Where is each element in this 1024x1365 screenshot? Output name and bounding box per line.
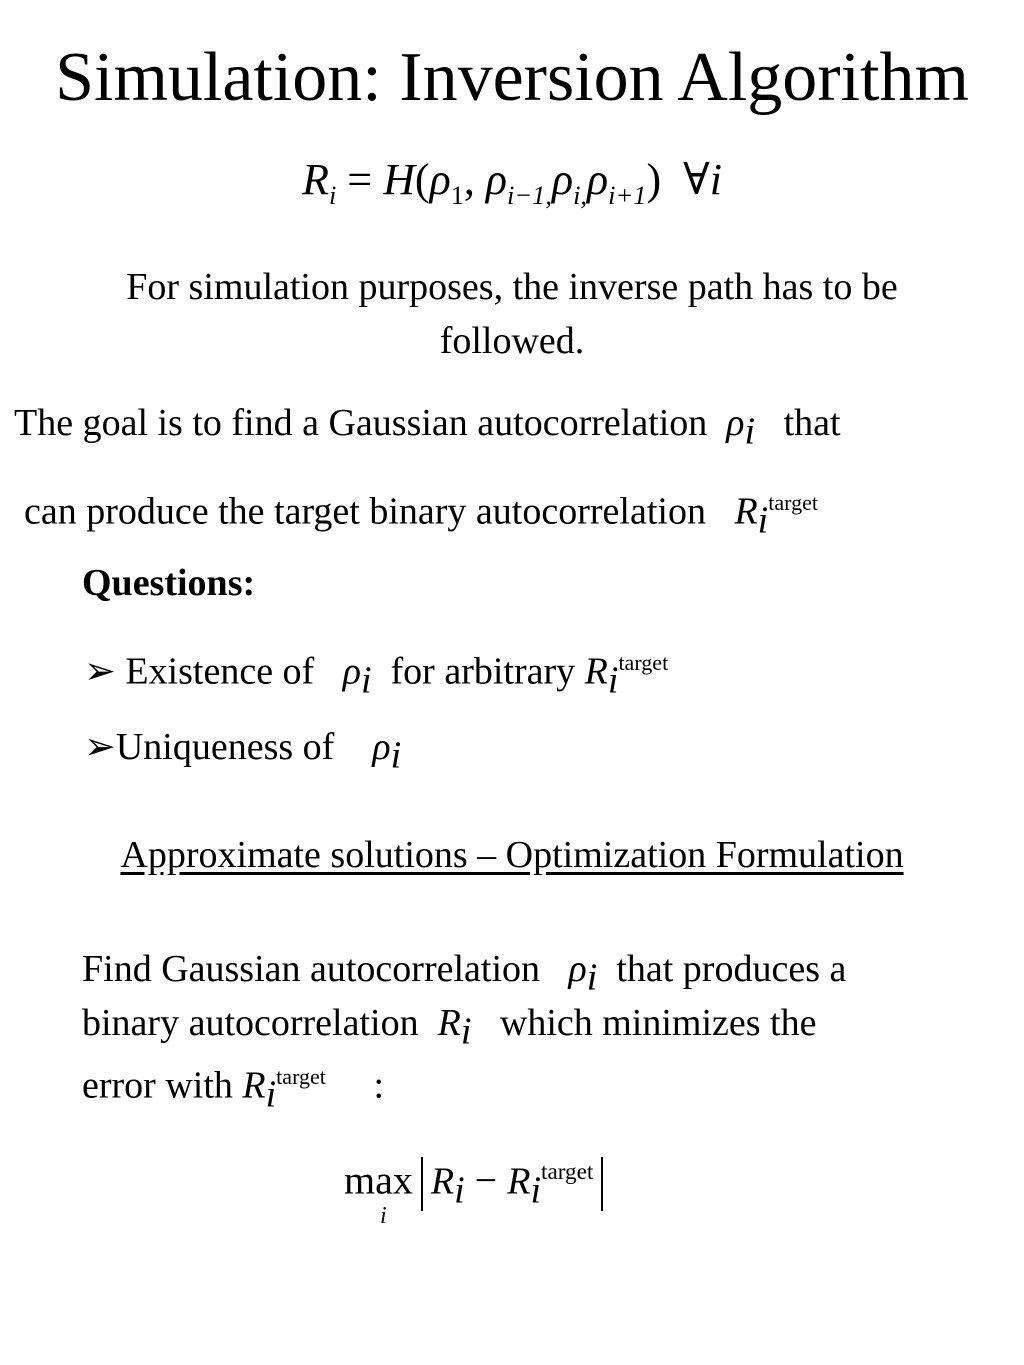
- find-line1-text-b: that produces a: [616, 948, 847, 990]
- find-r-target: R: [242, 1064, 266, 1107]
- q1-rho: ρ: [342, 650, 361, 693]
- eq-sub-2: i−1,: [507, 179, 552, 210]
- q1-r-sup: target: [618, 650, 669, 675]
- find-line2-text-b: which minimizes the: [499, 1002, 817, 1044]
- find-r-sub: i: [460, 1010, 472, 1053]
- questions-heading: Questions:: [82, 562, 256, 604]
- eq-lhs: R: [302, 155, 329, 204]
- q2-text: Uniqueness of: [115, 726, 335, 768]
- bullet-icon: ➢: [84, 726, 116, 768]
- find-colon: :: [373, 1064, 384, 1107]
- q2-rho: ρ: [372, 726, 391, 768]
- q1-r-sub: i: [607, 659, 619, 702]
- q1-text: Existence of: [125, 650, 315, 693]
- max-r-target: R: [507, 1160, 531, 1203]
- eq-rho-3: ρ: [551, 155, 574, 204]
- find-rho: ρ: [568, 948, 587, 990]
- question-existence: ➢ Existence of ρi for arbitrary Ritarget: [84, 640, 668, 703]
- q2-rho-sub: i: [390, 734, 402, 777]
- goal-line1-that: that: [783, 402, 841, 444]
- max-minus: −: [474, 1157, 498, 1203]
- goal-line1: The goal is to find a Gaussian autocorre…: [14, 400, 841, 455]
- eq-lhs-sub: i: [328, 179, 337, 210]
- rho-symbol: ρ: [726, 402, 745, 444]
- eq-open: (: [414, 155, 430, 204]
- max-r-sub: i: [454, 1169, 465, 1212]
- rho-sub: i: [744, 410, 756, 453]
- find-line3: error with Ritarget :: [82, 1054, 384, 1117]
- r-target-symbol: R: [734, 490, 758, 533]
- goal-line1-text: The goal is to find a Gaussian autocorre…: [14, 402, 708, 444]
- goal-line2-text: can produce the target binary autocorrel…: [24, 490, 706, 533]
- eq-equals: =: [347, 155, 373, 204]
- eq-sub-1: 1: [450, 179, 464, 210]
- find-r-target-sub: i: [265, 1073, 277, 1116]
- section-heading: Approximate solutions – Optimization For…: [120, 834, 904, 876]
- q1-rho-sub: i: [360, 659, 372, 702]
- question-uniqueness: ➢Uniqueness of ρi: [84, 724, 401, 779]
- find-line3-text: error with: [82, 1064, 233, 1107]
- find-r: R: [437, 1002, 461, 1044]
- goal-line2: can produce the target binary autocorrel…: [24, 480, 818, 543]
- q1-r: R: [584, 650, 608, 693]
- eq-rho-4: ρ: [587, 155, 609, 204]
- para1-line2: followed.: [439, 320, 585, 362]
- max-operator: max: [344, 1157, 413, 1203]
- find-line2-text: binary autocorrelation: [82, 1002, 419, 1044]
- eq-sub-3: i,: [573, 179, 588, 210]
- abs-bar-left: [420, 1157, 423, 1212]
- eq-comma: ,: [463, 155, 475, 204]
- r-target-sub: i: [757, 499, 769, 542]
- find-line1: Find Gaussian autocorrelation ρi that pr…: [82, 946, 846, 1001]
- find-rho-sub: i: [586, 956, 598, 999]
- find-line2: binary autocorrelation Ri which minimize…: [82, 1000, 816, 1055]
- eq-rho-1: ρ: [429, 155, 451, 204]
- para1-line1: For simulation purposes, the inverse pat…: [126, 266, 898, 308]
- max-r-target-sub: i: [530, 1169, 541, 1212]
- eq-sub-4: i+1: [608, 179, 647, 210]
- max-r-target-sup: target: [541, 1159, 594, 1185]
- find-line1-text: Find Gaussian autocorrelation: [82, 948, 541, 990]
- eq-func: H: [383, 155, 415, 204]
- q1-text-b: for arbitrary: [390, 650, 576, 693]
- r-target-sup: target: [768, 490, 818, 515]
- find-r-target-sup: target: [276, 1064, 326, 1089]
- inversion-equation: Ri = H(ρ1, ρi−1,ρi,ρi+1) ∀i: [0, 150, 1024, 225]
- eq-forall: ∀i: [683, 155, 722, 204]
- bullet-icon: ➢: [84, 650, 116, 693]
- eq-close: ): [646, 155, 662, 204]
- max-r: R: [430, 1160, 455, 1203]
- slide-title: Simulation: Inversion Algorithm: [55, 39, 969, 116]
- max-index: i: [380, 1203, 387, 1229]
- abs-bar-right: [601, 1157, 604, 1212]
- eq-rho-2: ρ: [485, 155, 508, 204]
